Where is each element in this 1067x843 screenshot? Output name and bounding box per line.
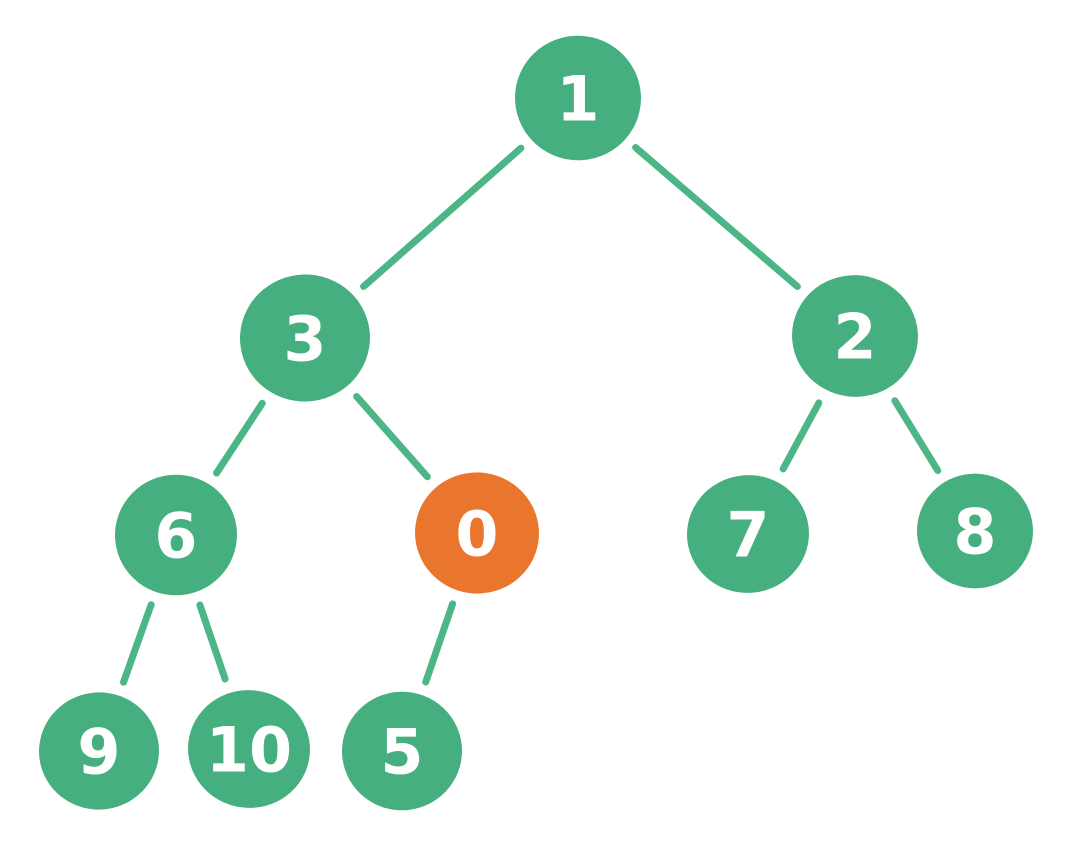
tree-node-circle-1 (515, 35, 641, 161)
tree-node-3: 3 (240, 274, 370, 402)
tree-node-circle-3 (240, 274, 370, 402)
tree-node-circle-6 (115, 474, 237, 596)
tree-edge-2-8 (891, 397, 942, 475)
tree-node-circle-5 (342, 691, 462, 811)
tree-edge-1-2 (632, 144, 801, 290)
tree-node-9: 9 (39, 692, 159, 810)
tree-edge-6-9 (120, 601, 155, 686)
tree-edge-texture (120, 602, 151, 683)
tree-node-circle-2 (792, 275, 918, 397)
tree-edge-texture (361, 145, 522, 287)
tree-edge-texture (197, 604, 225, 681)
tree-edge-texture (422, 602, 453, 683)
tree-edge-3-0 (353, 392, 431, 481)
tree-node-6: 6 (115, 474, 237, 596)
tree-edge-0-5 (422, 600, 457, 686)
tree-node-0: 0 (415, 472, 539, 594)
tree-node-circle-0 (415, 472, 539, 594)
tree-edge-3-6 (213, 399, 266, 477)
tree-node-circle-10 (188, 690, 310, 808)
tree-edge-2-7 (779, 399, 823, 473)
tree-node-circle-7 (687, 475, 809, 593)
tree-node-5: 5 (342, 691, 462, 811)
tree-edges (120, 144, 942, 686)
tree-edge-1-3 (360, 144, 525, 291)
tree-node-8: 8 (917, 473, 1033, 589)
tree-edge-texture (780, 400, 819, 470)
tree-node-circle-9 (39, 692, 159, 810)
tree-edge-texture (633, 147, 798, 289)
tree-node-circle-8 (917, 473, 1033, 589)
tree-node-7: 7 (687, 475, 809, 593)
tree-edge-texture (354, 396, 428, 480)
tree-edge-6-10 (196, 601, 229, 683)
tree-edge-texture (892, 400, 938, 473)
tree-node-1: 1 (515, 35, 641, 161)
tree-node-10: 10 (188, 690, 310, 808)
tree-node-2: 2 (792, 275, 918, 397)
tree-edge-texture (213, 401, 263, 474)
